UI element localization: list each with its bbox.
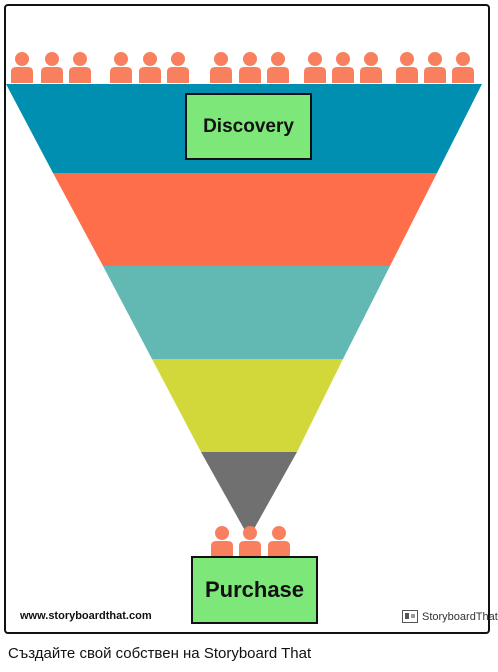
storyboard-logo-icon [402, 610, 418, 623]
person-icon [268, 526, 290, 557]
funnel-band-3 [103, 266, 390, 359]
person-icon [210, 52, 232, 83]
person-icon [424, 52, 446, 83]
discovery-label: Discovery [185, 93, 312, 160]
person-icon [332, 52, 354, 83]
purchase-label: Purchase [191, 556, 318, 624]
funnel-band-2 [53, 173, 437, 266]
caption: Създайте свой собствен на Storyboard Tha… [8, 645, 312, 662]
person-icon [239, 52, 261, 83]
person-icon [139, 52, 161, 83]
person-icon [110, 52, 132, 83]
person-icon [11, 52, 33, 83]
storyboardthat-logo: StoryboardThat [402, 610, 498, 623]
person-icon [267, 52, 289, 83]
funnel-band-purchase [201, 452, 297, 536]
person-icon [69, 52, 91, 83]
person-icon [360, 52, 382, 83]
person-icon [167, 52, 189, 83]
brand-name: StoryboardThat [422, 610, 498, 623]
person-icon [396, 52, 418, 83]
site-url: www.storyboardthat.com [20, 610, 152, 622]
person-icon [452, 52, 474, 83]
person-icon [211, 526, 233, 557]
person-icon [41, 52, 63, 83]
funnel-band-4 [152, 359, 343, 452]
person-icon [239, 526, 261, 557]
person-icon [304, 52, 326, 83]
people-group-bottom [211, 526, 290, 557]
people-group-top [11, 52, 474, 83]
